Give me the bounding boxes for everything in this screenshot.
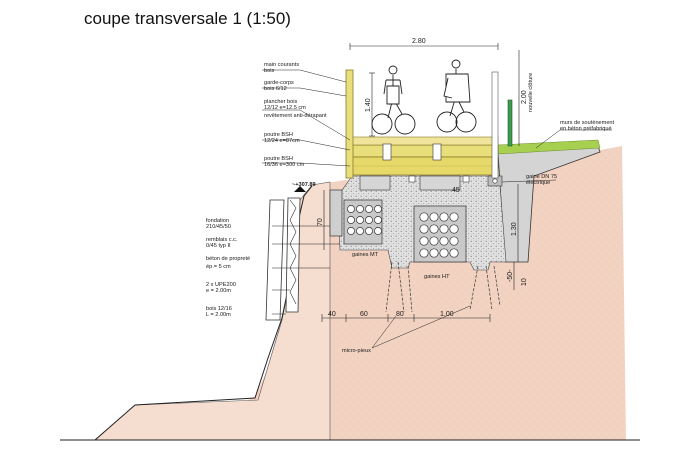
label-cloture: nouvelle clôture	[528, 73, 534, 112]
label-upe: 2 x UPE200	[206, 282, 236, 288]
label-mur: murs de soutènement	[560, 120, 615, 126]
micro-piles	[385, 261, 501, 313]
label-bois-length: L = 2.00m	[206, 312, 231, 318]
altitude-marker	[294, 186, 306, 192]
label-mur-material: en béton préfabriqué	[560, 126, 612, 132]
upe-element	[265, 197, 301, 321]
conduits-mt	[347, 205, 382, 235]
cyclist-right	[436, 59, 477, 133]
dim-10: 10	[521, 278, 528, 286]
beam-bsh-12-24	[349, 144, 499, 158]
dim-wall-height: 1.30	[511, 222, 518, 236]
ground-line	[94, 185, 313, 441]
brackets	[382, 143, 470, 183]
label-gaines-mt: gaines MT	[352, 252, 379, 258]
beam-footing-left	[359, 175, 391, 191]
label-poutre-b: poutre BSH	[264, 156, 293, 162]
drawing-title: coupe transversale 1 (1:50)	[84, 9, 291, 28]
label-beton-thickness: ép.= 5 cm	[206, 264, 231, 270]
label-fondation-dim: 210/45/50	[206, 224, 231, 230]
beam-footing-right	[419, 175, 461, 191]
label-gaines-ht: gaines HT	[424, 274, 450, 280]
label-beton: béton de propreté	[206, 256, 250, 262]
label-bois: bois 12/16	[206, 306, 232, 312]
fence-post	[507, 99, 513, 147]
label-remblais: remblais c.c.	[206, 237, 238, 243]
label-poutre-b-dim: 16/36 e=300 cm	[264, 162, 305, 168]
label-poutre-a-dim: 12/24 e=87cm	[264, 138, 300, 144]
label-plancher-coating: revêtement anti-dérapant	[264, 113, 327, 119]
dim-bottom-80: 80	[396, 311, 404, 318]
label-main-courante: main courants	[264, 62, 299, 68]
dim-45: 45	[452, 187, 460, 194]
label-poutre-a: poutre BSH	[264, 132, 293, 138]
label-gaine-dn: gaine DN 75	[526, 174, 557, 180]
dim-bottom-40: 40	[328, 311, 336, 318]
label-fondation: fondation	[206, 218, 229, 224]
label-garde-corps: garde-corps	[264, 80, 294, 86]
label-garde-corps-material: bois 6/12	[264, 86, 287, 92]
dimension-lines	[321, 43, 519, 322]
post-right	[491, 71, 499, 179]
dim-bottom-60: 60	[360, 311, 368, 318]
altitude-label: ~+307.89	[292, 182, 316, 188]
foundation-block	[329, 189, 343, 237]
label-remblais-type: 0/45 typ II	[206, 243, 231, 249]
deck-plank	[349, 136, 499, 146]
cyclist-left	[371, 65, 416, 135]
label-plancher: plancher bois	[264, 99, 297, 105]
dim-width-top: 2.80	[412, 38, 426, 45]
dim-fence-height: 2.00	[521, 90, 528, 104]
label-micro-pieux: micro-pieux	[342, 348, 371, 354]
dim-depth-small: -50-	[507, 269, 514, 282]
dim-bottom-100: 1.00	[440, 311, 454, 318]
post-left	[345, 69, 354, 179]
label-main-courante-material: bois	[264, 68, 274, 74]
gaine-dn-circle	[492, 178, 498, 184]
dim-found-height: 70	[317, 218, 324, 226]
label-gaine-dn-type: électrique	[526, 180, 550, 186]
label-plancher-dim: 12/12 e=12.5 cm	[264, 105, 306, 111]
dim-rail-height: 1.40	[365, 98, 372, 112]
leader-lines	[262, 69, 612, 349]
label-upe-spacing: e = 2.00m	[206, 288, 231, 294]
conduits-ht	[419, 212, 459, 258]
